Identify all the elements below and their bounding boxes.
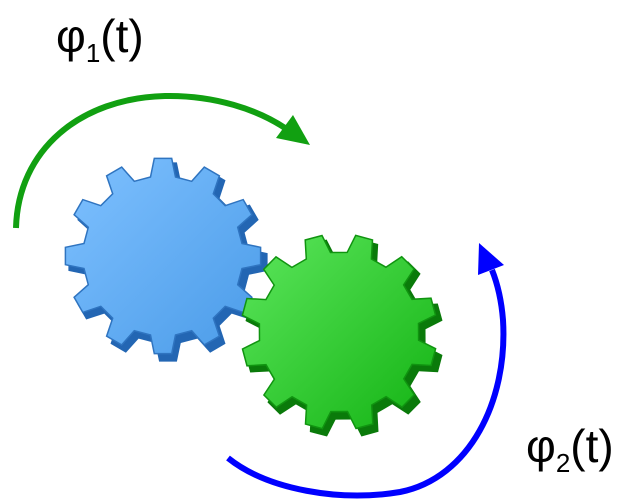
gear1-label-symbol: φ [56, 10, 86, 62]
gear2-arrowhead-icon [478, 243, 504, 275]
gear1-rotation-arrow [13, 92, 310, 229]
gear1-arrowhead-icon [276, 115, 310, 145]
gear1-arrow-arc [13, 92, 287, 229]
gear1-body [64, 157, 262, 355]
gear2-angle-label: φ2(t) [526, 420, 614, 478]
gear1-angle-label: φ1(t) [56, 10, 144, 68]
gear2-rotation-arrow [226, 243, 507, 499]
gear1-label-subscript: 1 [86, 38, 100, 68]
gear2-label-subscript: 2 [556, 448, 570, 478]
gear2-body [241, 234, 437, 430]
gear1-label-suffix: (t) [100, 10, 143, 62]
gear2-arrow-arc [226, 268, 507, 499]
gear2-label-suffix: (t) [570, 420, 613, 472]
gear2-green [241, 234, 443, 437]
gear1-blue [64, 157, 268, 362]
gear2-label-symbol: φ [526, 420, 556, 472]
